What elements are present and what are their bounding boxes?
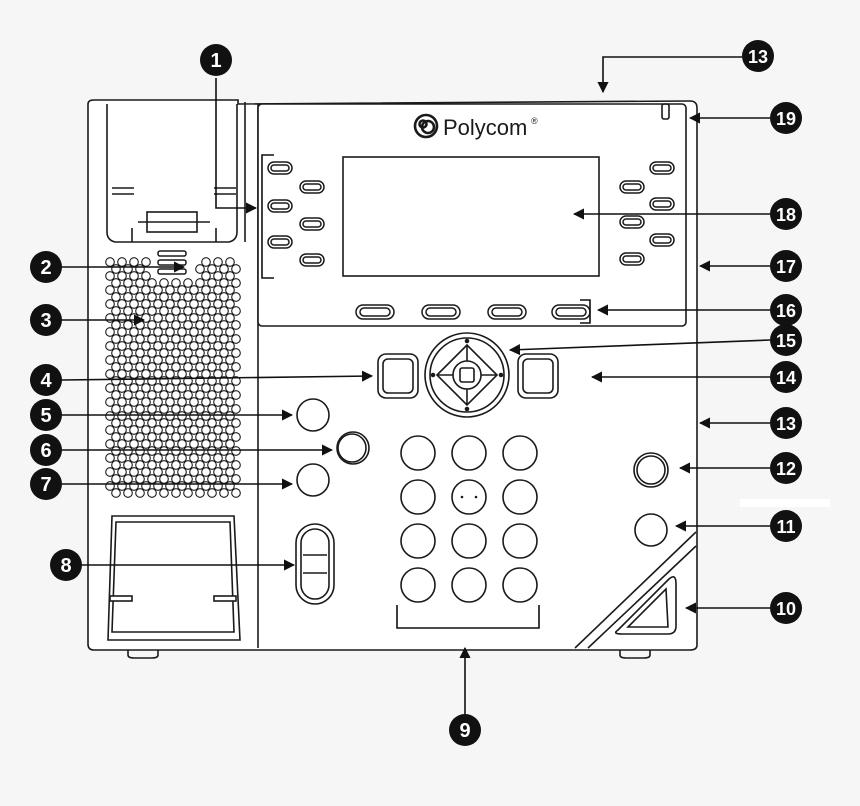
brand-name: Polycom	[443, 115, 527, 140]
callout-4: 4	[30, 364, 62, 396]
dial-key	[502, 523, 538, 559]
callout-3: 3	[30, 304, 62, 336]
leader-lines	[61, 56, 771, 715]
callout-18: 18	[770, 198, 802, 230]
speaker-grille	[105, 257, 241, 498]
dial-key	[400, 435, 436, 471]
dial-key	[400, 523, 436, 559]
callout-13-top: 13	[742, 40, 774, 72]
volume-rocker	[295, 523, 335, 605]
callout-2: 2	[30, 251, 62, 283]
svg-text:17: 17	[776, 257, 796, 277]
dial-key	[502, 567, 538, 603]
callout-9: 9	[449, 714, 481, 746]
callout-7: 7	[30, 468, 62, 500]
svg-text:5: 5	[40, 405, 51, 427]
svg-text:18: 18	[776, 205, 796, 225]
svg-text:4: 4	[40, 370, 52, 392]
svg-text:8: 8	[60, 555, 71, 577]
white-patch	[740, 499, 830, 507]
polycom-logo-mark	[413, 113, 439, 139]
callout-6: 6	[30, 434, 62, 466]
dial-key	[451, 479, 487, 515]
svg-text:6: 6	[40, 440, 51, 462]
dial-key	[451, 567, 487, 603]
callout-17: 17	[770, 250, 802, 282]
svg-text:11: 11	[776, 517, 795, 537]
svg-text:2: 2	[40, 257, 51, 279]
message-indicator	[661, 103, 670, 120]
speakerphone-area	[574, 531, 697, 649]
handset-cradle	[106, 104, 238, 243]
soft-keys	[355, 304, 591, 320]
line-keys-left	[267, 161, 325, 267]
svg-text:19: 19	[776, 109, 796, 129]
screen-bezel	[257, 103, 687, 327]
svg-text:3: 3	[40, 310, 51, 332]
line-keys-right	[619, 161, 675, 266]
callouts: 1 2 3 4 5 6 7 8 9 10 11 12 13 13 14 15 1…	[30, 40, 802, 746]
svg-text:13: 13	[776, 414, 796, 434]
navigation-cluster	[377, 332, 559, 418]
handset-rest	[107, 515, 241, 641]
callout-13-side: 13	[770, 407, 802, 439]
callout-11: 11	[770, 510, 802, 542]
callout-1: 1	[200, 44, 232, 76]
svg-text:10: 10	[776, 599, 796, 619]
right-buttons	[633, 452, 669, 547]
polycom-logo: Polycom ®	[413, 113, 538, 140]
callout-5: 5	[30, 399, 62, 431]
display-screen	[342, 156, 600, 277]
brand-registered-mark: ®	[531, 116, 538, 126]
svg-text:9: 9	[459, 720, 470, 742]
svg-text:15: 15	[776, 331, 796, 351]
function-buttons	[296, 398, 370, 497]
callout-19: 19	[770, 102, 802, 134]
svg-text:12: 12	[776, 459, 796, 479]
dial-key	[502, 479, 538, 515]
hookswitch	[157, 250, 187, 275]
svg-text:14: 14	[776, 368, 796, 388]
dial-key	[451, 523, 487, 559]
callout-10: 10	[770, 592, 802, 624]
svg-text:7: 7	[40, 474, 51, 496]
svg-text:13: 13	[748, 47, 768, 67]
callout-15: 15	[770, 324, 802, 356]
callout-8: 8	[50, 549, 82, 581]
dial-key	[400, 567, 436, 603]
svg-text:16: 16	[776, 301, 796, 321]
dial-key	[400, 479, 436, 515]
dial-key	[451, 435, 487, 471]
dial-pad	[400, 435, 538, 603]
svg-text:1: 1	[210, 50, 221, 72]
dial-key	[502, 435, 538, 471]
callout-14: 14	[770, 361, 802, 393]
callout-16: 16	[770, 294, 802, 326]
callout-12: 12	[770, 452, 802, 484]
